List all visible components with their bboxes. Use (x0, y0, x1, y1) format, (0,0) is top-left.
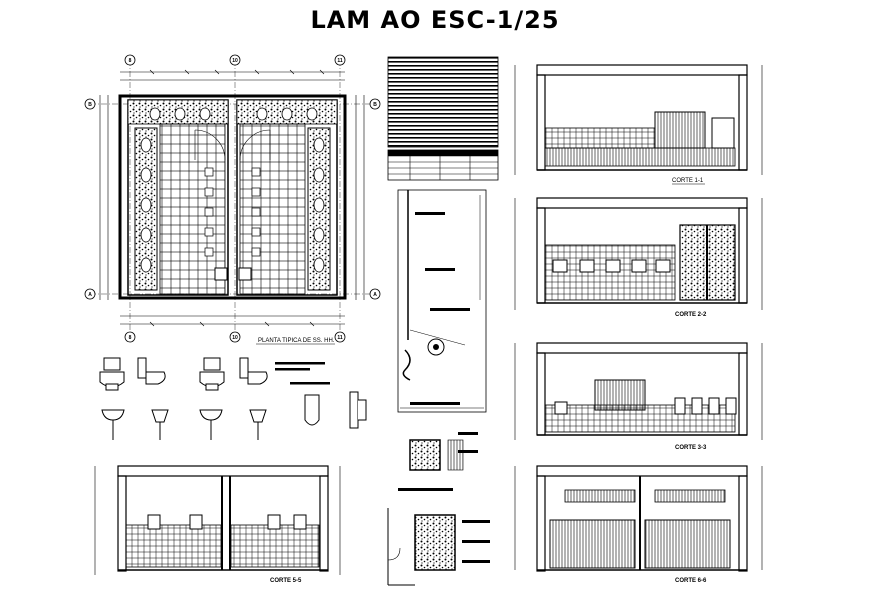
axis-label-10-bottom: 10 (232, 335, 238, 341)
axis-label-10: 10 (232, 58, 238, 64)
section-label-5-5: CORTE 5-5 (270, 578, 302, 584)
section-label-6-6: CORTE 6-6 (675, 578, 707, 584)
fixture-annotations (275, 362, 330, 385)
floor-plan: 8 10 11 8 10 11 B B A A PLANTA TIPICA DE… (84, 54, 381, 345)
plan-label: PLANTA TIPICA DE SS. HH. (258, 338, 335, 344)
corner-detail (387, 508, 490, 586)
section-label-3-3: CORTE 3-3 (675, 445, 707, 451)
section-1-1: CORTE 1-1 (514, 64, 763, 185)
sheet-title: LAM AO ESC-1/25 (310, 6, 560, 34)
axis-label-a-right: A (373, 292, 377, 298)
axis-label-11: 11 (337, 58, 343, 64)
section-5-5: CORTE 5-5 (94, 465, 341, 584)
fixture-details (99, 357, 367, 440)
section-label-1-1: CORTE 1-1 (672, 178, 704, 184)
axis-label-b-right: B (373, 102, 377, 108)
axis-label-11-bottom: 11 (337, 335, 343, 341)
section-6-6: CORTE 6-6 (514, 465, 763, 584)
axis-label-a-left: A (88, 292, 92, 298)
wall-detail (398, 432, 478, 491)
section-label-2-2: CORTE 2-2 (675, 312, 707, 318)
axis-label-8-bottom: 8 (129, 335, 132, 341)
section-3-3: CORTE 3-3 (514, 342, 763, 451)
notes-table (387, 56, 499, 181)
pipe-detail (397, 189, 487, 413)
axis-label-b-left: B (88, 102, 92, 108)
axis-label-8: 8 (129, 58, 132, 64)
section-2-2: CORTE 2-2 (514, 197, 763, 318)
